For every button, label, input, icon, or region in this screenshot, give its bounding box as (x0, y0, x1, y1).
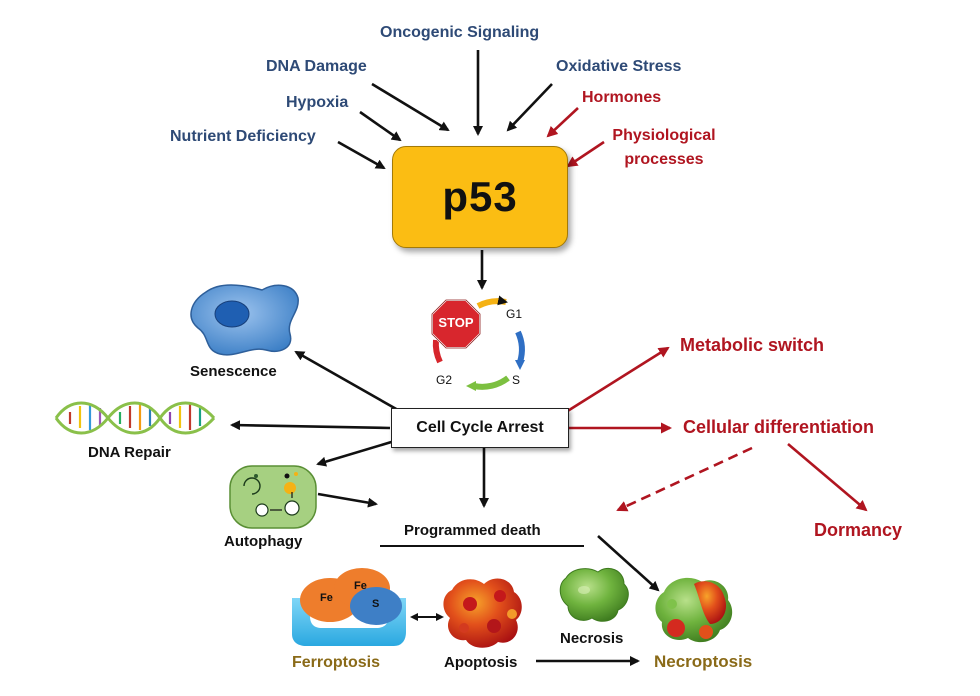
necrosis-cell-icon (559, 568, 629, 622)
arrow-oxidative (506, 83, 553, 132)
label-dna-repair: DNA Repair (88, 444, 171, 461)
label-metabolic-switch: Metabolic switch (680, 335, 825, 355)
cycle-arc-red (432, 339, 443, 364)
label-nutrient-deficiency: Nutrient Deficiency (170, 128, 316, 145)
phase-g2-label: G2 (436, 373, 453, 387)
arrow-hypoxia (359, 110, 402, 142)
stressor-arrows (337, 50, 553, 170)
label-hypoxia: Hypoxia (286, 94, 349, 111)
cell-cycle-arrest-label: Cell Cycle Arrest (416, 419, 544, 436)
p53-label: p53 (442, 173, 518, 220)
label-ferroptosis: Ferroptosis (292, 654, 381, 671)
dna-helix-icon (54, 401, 216, 435)
label-necroptosis: Necroptosis (654, 652, 753, 671)
arrow-to-autophagy (316, 438, 399, 467)
arrow-death-to-necroptosis (597, 535, 660, 592)
arrow-dna-damage (371, 82, 450, 132)
cycle-arc-blue (515, 330, 525, 363)
physiological-line-2: processes (624, 151, 704, 168)
label-oncogenic-signaling: Oncogenic Signaling (380, 24, 540, 41)
necroptosis-cell-icon (655, 577, 733, 643)
p53-node: p53 (392, 146, 568, 248)
arrest-arrows-red (565, 346, 868, 512)
label-senescence: Senescence (190, 363, 277, 380)
cell-cycle-graphic (431, 295, 525, 391)
s-label: S (372, 598, 380, 610)
apoptosis-cell-icon (443, 578, 522, 648)
hormone-arrows (546, 107, 605, 168)
label-oxidative-stress: Oxidative Stress (556, 58, 682, 75)
ferroptosis-icon (292, 568, 406, 646)
arrow-to-dna-repair (230, 420, 391, 431)
label-hormones: Hormones (582, 89, 662, 106)
label-necrosis: Necrosis (560, 630, 624, 647)
arrest-arrows-black (230, 350, 660, 666)
arrow-to-dormancy (787, 443, 868, 512)
label-dna-damage: DNA Damage (266, 58, 367, 75)
cycle-arc-green (473, 375, 510, 390)
autophagy-cell-icon (229, 465, 317, 529)
dashed-arrow-to-death (616, 446, 753, 512)
arrow-physiological (566, 140, 605, 168)
phase-s-label: S (512, 373, 521, 387)
label-programmed-death: Programmed death (404, 522, 541, 539)
arrow-to-metabolic-switch (565, 346, 670, 414)
physiological-line-1: Physiological (612, 127, 716, 144)
label-autophagy: Autophagy (224, 533, 303, 550)
fe-label-1: Fe (320, 592, 333, 604)
label-cellular-differentiation: Cellular differentiation (683, 417, 875, 437)
label-dormancy: Dormancy (814, 520, 903, 540)
cell-cycle-arrest-node: Cell Cycle Arrest (391, 408, 569, 448)
arrow-hormones (546, 107, 579, 138)
cycle-arc-yellow (476, 295, 508, 309)
stop-sign-text: STOP (438, 315, 474, 330)
arrow-autophagy-to-death (317, 492, 378, 508)
senescence-cell-icon (190, 284, 299, 356)
arrow-nutrient (337, 140, 386, 170)
label-physiological-processes: Physiological processes (608, 124, 720, 172)
label-apoptosis: Apoptosis (444, 654, 518, 671)
arrow-to-senescence (294, 350, 399, 412)
fe-label-2: Fe (354, 580, 367, 592)
phase-g1-label: G1 (506, 307, 523, 321)
